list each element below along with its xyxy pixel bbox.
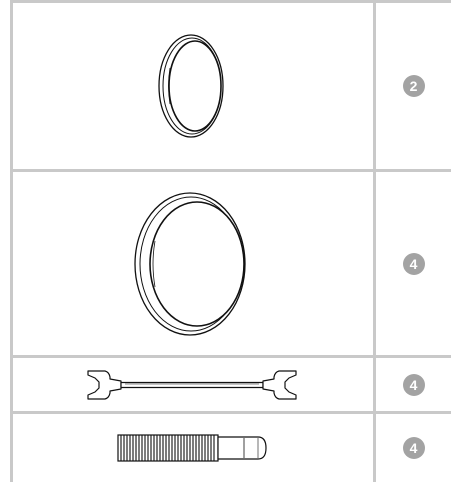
quantity-badge: 4 <box>402 437 425 459</box>
table-row: 4 <box>10 358 451 411</box>
quantity-cell: 4 <box>376 172 451 355</box>
column-divider <box>373 0 376 482</box>
quantity-badge: 2 <box>402 75 425 97</box>
table-row: 4 <box>10 172 451 355</box>
quantity-cell: 4 <box>376 414 451 482</box>
table-border-left <box>10 0 13 482</box>
table-row: 2 <box>10 3 451 169</box>
row-divider <box>10 355 451 358</box>
quantity-badge: 4 <box>402 373 425 396</box>
large-round-cap-icon <box>133 191 246 336</box>
part-illustration-cell <box>10 358 373 411</box>
part-illustration-cell <box>10 3 373 169</box>
quantity-cell: 4 <box>376 358 451 411</box>
row-divider <box>10 169 451 172</box>
table-row: 4 <box>10 414 451 482</box>
table-border-top <box>10 0 451 3</box>
row-divider <box>10 411 451 414</box>
part-illustration-cell <box>10 414 373 482</box>
quantity-cell: 2 <box>376 3 451 169</box>
part-illustration-cell <box>10 172 373 355</box>
small-round-cap-icon <box>157 34 224 138</box>
quantity-badge: 4 <box>402 252 425 275</box>
double-open-end-wrench-icon <box>86 369 297 400</box>
threaded-rod-icon <box>116 434 267 462</box>
